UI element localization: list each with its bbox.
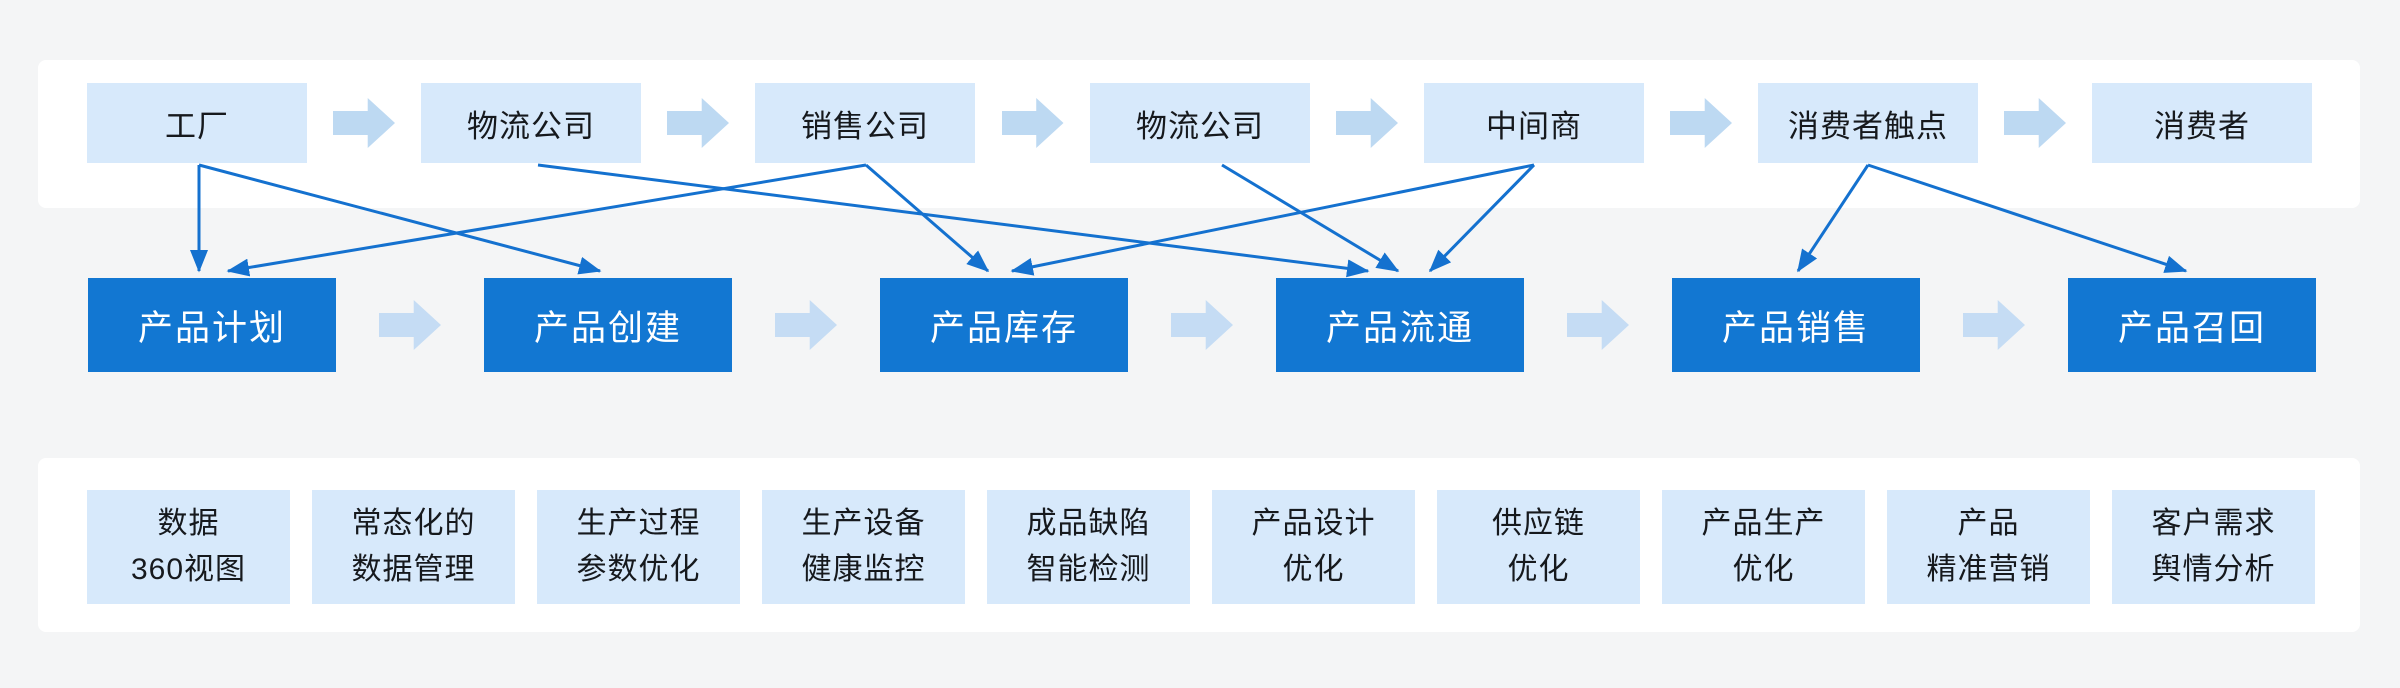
capability-card-9: 产品精准营销 — [1887, 490, 2090, 604]
supply-node-3: 销售公司 — [755, 83, 975, 163]
arrow-shape — [667, 98, 729, 148]
capability-card-5: 成品缺陷智能检测 — [987, 490, 1190, 604]
lifecycle-stage-label: 产品召回 — [2117, 308, 2266, 348]
flow-arrow-icon — [1963, 300, 2025, 350]
flow-arrow-icon — [1171, 300, 1233, 350]
capability-card-line: 健康监控 — [801, 553, 926, 586]
flow-arrow-icon — [775, 300, 837, 350]
capability-card-line: 常态化的 — [351, 507, 476, 540]
arrow-shape — [1567, 300, 1629, 350]
supply-node-6: 消费者触点 — [1758, 83, 1978, 163]
arrow-shape — [1001, 98, 1064, 148]
capability-card-4: 生产设备健康监控 — [762, 490, 965, 604]
capability-card-1: 数据 360视图 — [87, 490, 290, 604]
capability-card-line: 精准营销 — [1926, 553, 2051, 586]
flow-arrow-icon — [333, 98, 395, 148]
lifecycle-stage-label: 产品销售 — [1721, 308, 1870, 348]
capability-card-line: 优化 — [1282, 553, 1345, 586]
lifecycle-stage-5: 产品销售 — [1672, 278, 1920, 372]
supply-node-2: 物流公司 — [421, 83, 641, 163]
flow-arrow-icon — [1336, 98, 1398, 148]
supply-node-label: 物流公司 — [1136, 108, 1264, 144]
flow-arrow-icon — [379, 300, 441, 350]
capability-card-10: 客户需求舆情分析 — [2112, 490, 2315, 604]
lifecycle-stage-3: 产品库存 — [880, 278, 1128, 372]
capability-card-line: 360视图 — [130, 553, 247, 586]
capability-card-line: 舆情分析 — [2151, 553, 2276, 586]
arrow-shape — [1670, 98, 1732, 148]
capability-card-line: 生产过程 — [576, 507, 701, 540]
capability-card-line: 数据 — [157, 507, 220, 540]
capability-card-line: 供应链 — [1492, 507, 1585, 540]
arrow-shape — [1336, 98, 1398, 148]
capability-card-line: 产品设计 — [1251, 507, 1376, 540]
capability-card-line: 优化 — [1507, 553, 1570, 586]
capability-card-6: 产品设计优化 — [1212, 490, 1415, 604]
arrow-shape — [775, 300, 837, 350]
capability-card-8: 产品生产优化 — [1662, 490, 1865, 604]
capability-card-line: 优化 — [1732, 553, 1795, 586]
supply-node-7: 消费者 — [2092, 83, 2312, 163]
flow-arrow-icon — [2004, 98, 2066, 148]
capability-card-2: 常态化的数据管理 — [312, 490, 515, 604]
flow-arrow-icon — [667, 98, 729, 148]
lifecycle-stage-label: 产品计划 — [137, 308, 286, 348]
lifecycle-stage-4: 产品流通 — [1276, 278, 1524, 372]
supply-node-label: 消费者触点 — [1788, 108, 1948, 144]
supply-node-label: 物流公司 — [467, 108, 595, 144]
supply-node-5: 中间商 — [1424, 83, 1644, 163]
arrow-shape — [379, 300, 441, 350]
arrow-shape — [2004, 98, 2066, 148]
capability-card-7: 供应链优化 — [1437, 490, 1640, 604]
supply-node-label: 消费者 — [2154, 108, 2250, 144]
capability-card-line: 数据管理 — [351, 553, 476, 586]
supply-node-1: 工厂 — [87, 83, 307, 163]
supply-node-label: 工厂 — [165, 108, 229, 144]
flow-arrow-icon — [1567, 300, 1629, 350]
arrow-shape — [333, 98, 395, 148]
capability-card-line: 成品缺陷 — [1026, 507, 1151, 540]
lifecycle-stage-6: 产品召回 — [2068, 278, 2316, 372]
flow-arrow-icon — [1001, 98, 1064, 148]
lifecycle-stage-2: 产品创建 — [484, 278, 732, 372]
capability-card-line: 产品 — [1957, 507, 2020, 540]
lifecycle-stage-label: 产品创建 — [533, 308, 682, 348]
capability-card-line: 生产设备 — [801, 507, 926, 540]
supply-node-label: 中间商 — [1486, 108, 1582, 144]
lifecycle-stage-label: 产品库存 — [929, 308, 1078, 348]
supply-node-4: 物流公司 — [1090, 83, 1310, 163]
capability-card-line: 客户需求 — [2151, 507, 2276, 540]
capability-card-3: 生产过程参数优化 — [537, 490, 740, 604]
supply-node-label: 销售公司 — [801, 108, 929, 144]
capability-card-line: 智能检测 — [1026, 553, 1151, 586]
capability-card-line: 产品生产 — [1701, 507, 1826, 540]
arrow-shape — [1963, 300, 2025, 350]
arrow-shape — [1171, 300, 1233, 350]
capability-card-line: 参数优化 — [576, 553, 701, 586]
flow-arrow-icon — [1670, 98, 1732, 148]
lifecycle-stage-1: 产品计划 — [88, 278, 336, 372]
lifecycle-stage-label: 产品流通 — [1325, 308, 1474, 348]
